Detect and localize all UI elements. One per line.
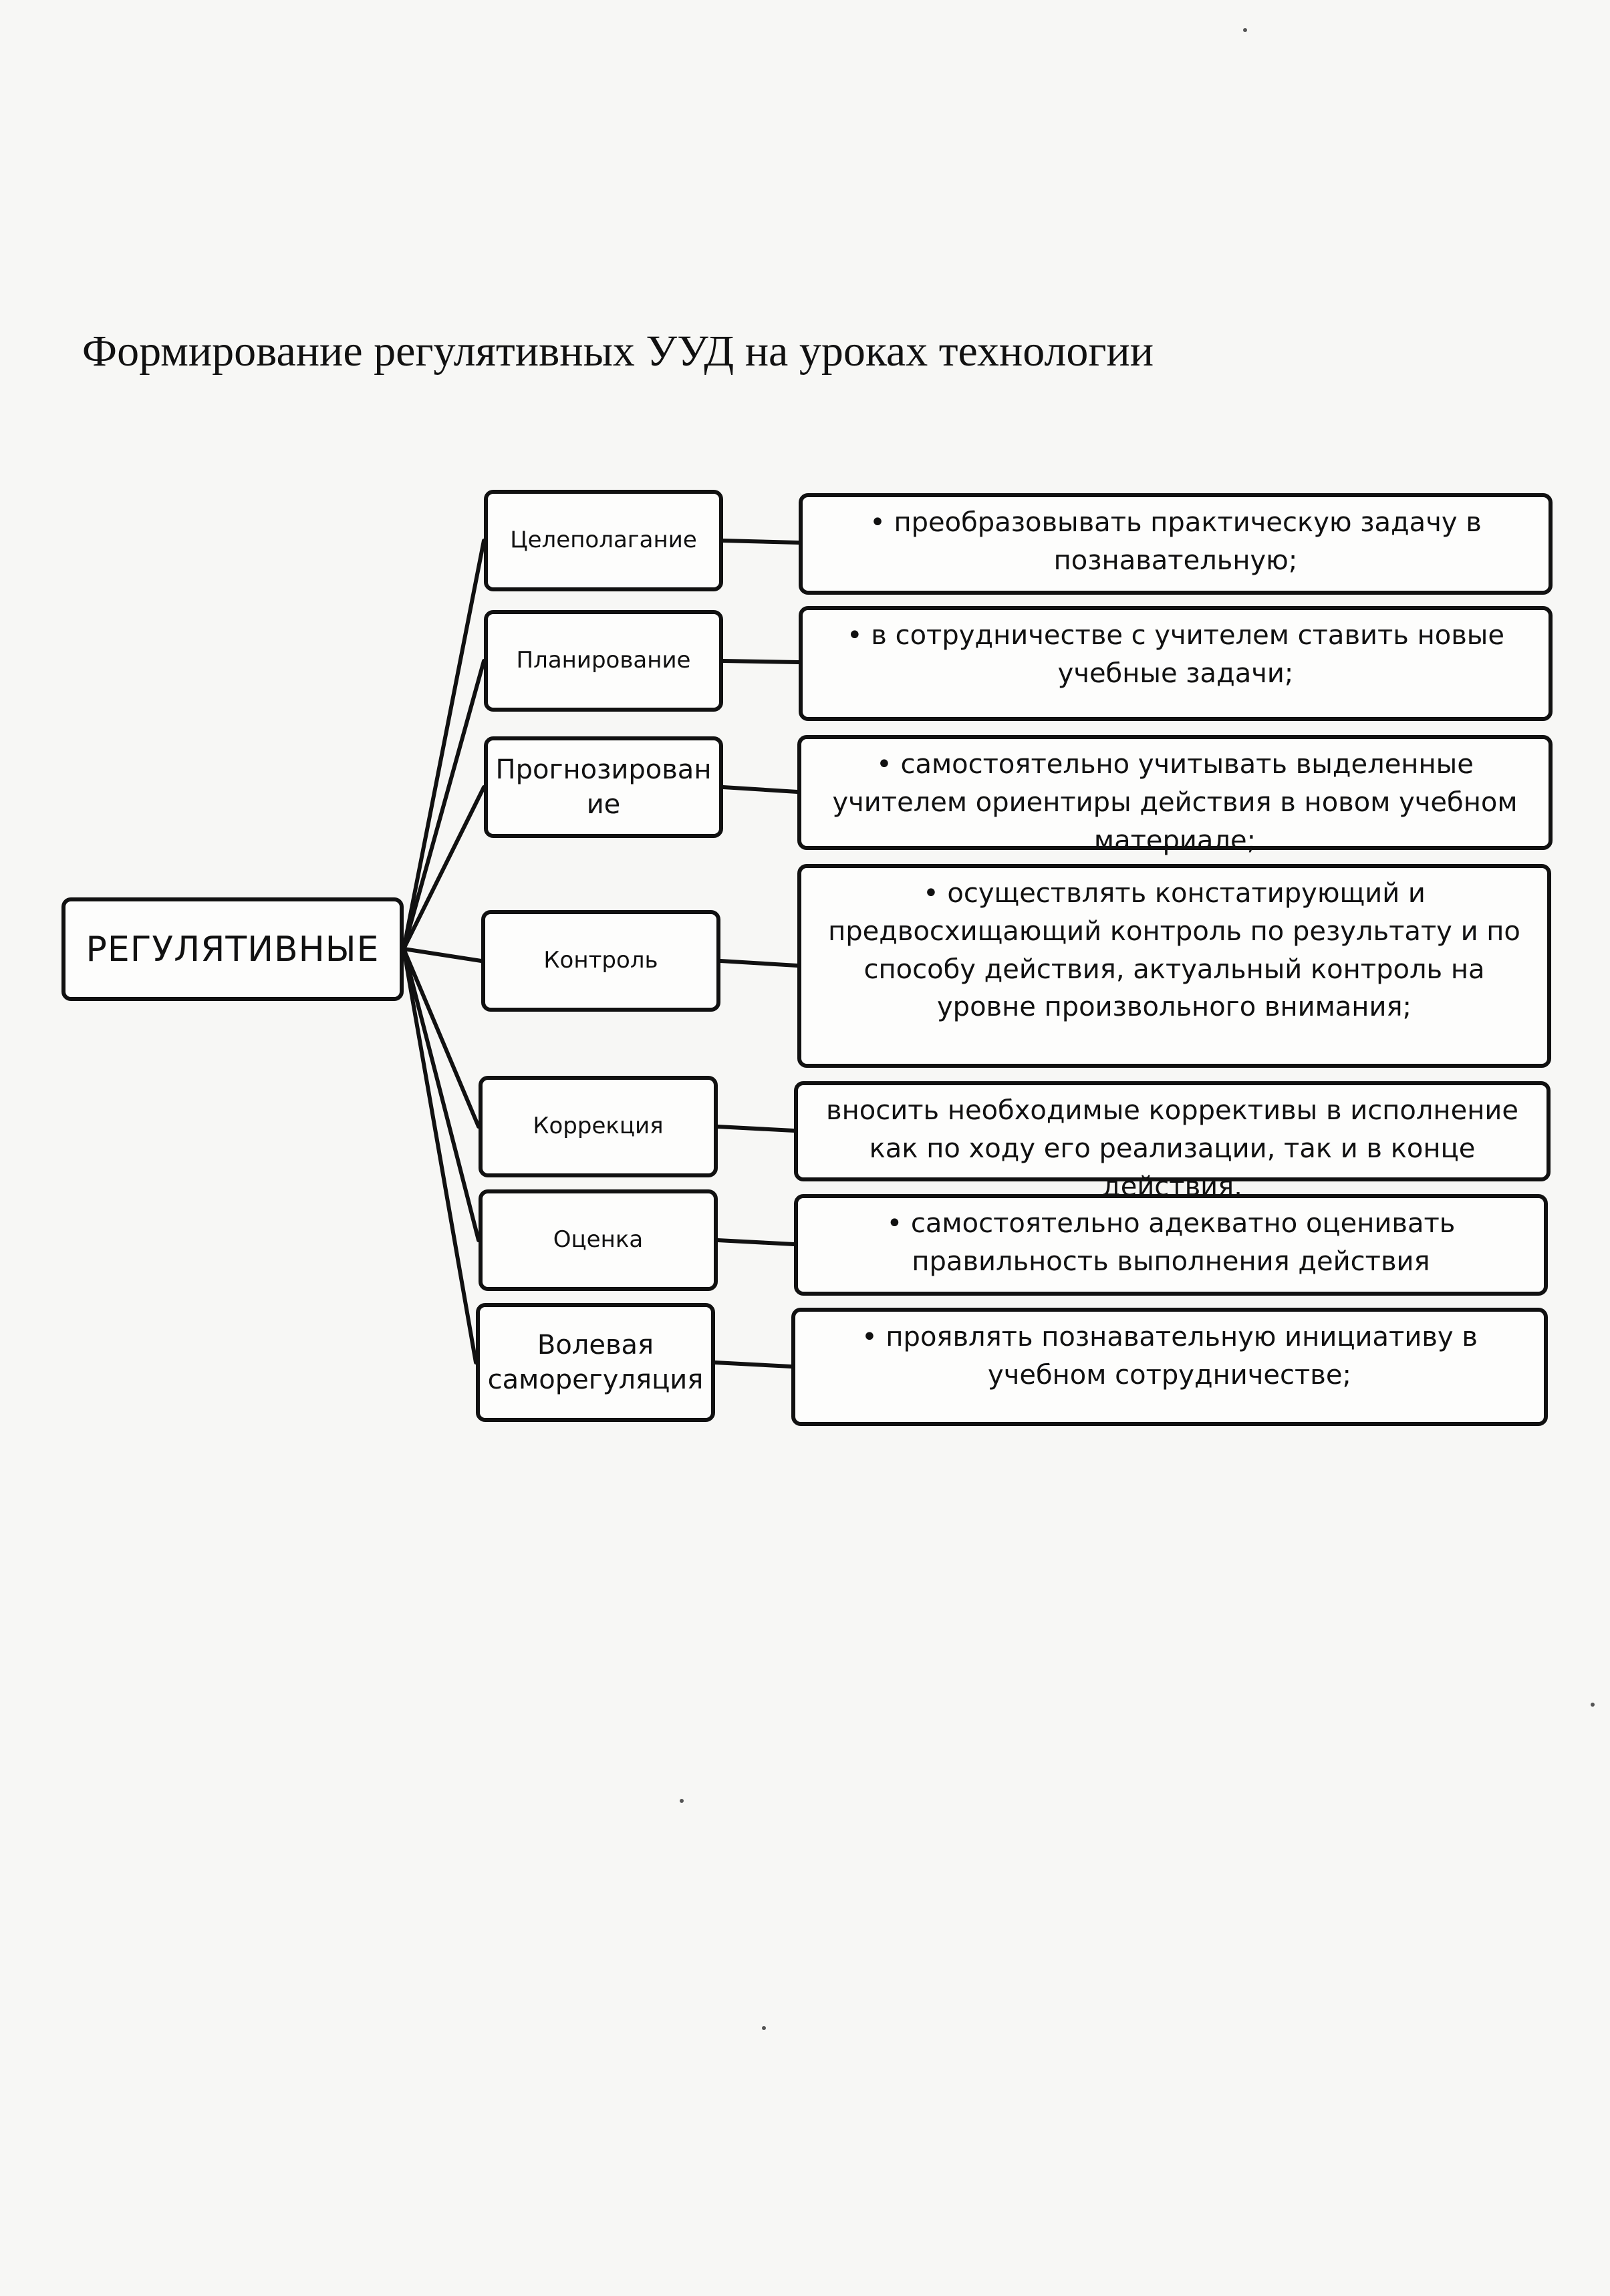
- category-label: Оценка: [553, 1226, 644, 1254]
- root-to-category-line: [402, 947, 478, 1365]
- scan-speck: [1243, 28, 1247, 32]
- category-label: Контроль: [543, 947, 658, 974]
- category-to-description-line: [713, 1360, 793, 1369]
- description-box-control: • осуществлять констатирующий и предвосх…: [797, 864, 1551, 1068]
- root-to-category-line: [402, 947, 481, 1242]
- category-label: Целеполагание: [510, 527, 697, 554]
- description-box-forecasting: • самостоятельно учитывать выделенные уч…: [797, 735, 1553, 856]
- category-to-description-line: [718, 959, 799, 968]
- category-to-description-line: [716, 1125, 796, 1133]
- description-box-planning: • в сотрудничестве с учителем ставить но…: [799, 606, 1553, 721]
- diagram-title: Формирование регулятивных УУД на уроках …: [82, 327, 1154, 376]
- category-box-volitional-self-regulation: Волевая саморегуляция: [476, 1303, 715, 1422]
- category-to-description-line: [721, 659, 801, 664]
- description-text: • самостоятельно адекватно оценивать пра…: [886, 1208, 1456, 1277]
- scan-speck: [680, 1799, 684, 1803]
- description-box-correction: вносить необходимые коррективы в исполне…: [794, 1081, 1551, 1202]
- category-label: Планирование: [516, 647, 691, 674]
- description-box-evaluation: • самостоятельно адекватно оценивать пра…: [794, 1194, 1548, 1296]
- category-to-description-line: [721, 539, 801, 545]
- root-node-label: РЕГУЛЯТИВНЫЕ: [86, 929, 380, 970]
- root-node-box: РЕГУЛЯТИВНЫЕ: [61, 897, 404, 1001]
- category-label: Волевая саморегуляция: [487, 1330, 704, 1395]
- root-to-category-line: [402, 947, 483, 963]
- root-to-category-line: [402, 539, 486, 951]
- description-box-goal-setting: • преобразовывать практическую задачу в …: [799, 493, 1553, 595]
- scan-speck: [1591, 1703, 1595, 1707]
- description-text: • осуществлять констатирующий и предвосх…: [828, 878, 1520, 1023]
- scan-speck: [762, 2026, 766, 2030]
- category-label: Коррекция: [533, 1113, 664, 1140]
- root-to-category-line: [402, 785, 486, 951]
- description-text: • проявлять познавательную инициативу в …: [861, 1322, 1478, 1391]
- category-box-control: Контроль: [481, 910, 720, 1012]
- category-box-planning: Планирование: [484, 610, 723, 712]
- description-text: • самостоятельно учитывать выделенные уч…: [832, 749, 1518, 856]
- description-text: • преобразовывать практическую задачу в …: [869, 507, 1482, 576]
- description-text: • в сотрудничестве с учителем ставить но…: [846, 620, 1504, 689]
- description-box-volitional-self-regulation: • проявлять познавательную инициативу в …: [791, 1308, 1548, 1426]
- category-to-description-line: [716, 1238, 796, 1246]
- category-box-forecasting: Прогнозирование: [484, 736, 723, 838]
- category-label: Прогнозирование: [495, 754, 712, 820]
- root-to-category-line: [402, 659, 486, 951]
- category-to-description-line: [721, 785, 799, 794]
- category-box-evaluation: Оценка: [479, 1189, 718, 1291]
- category-box-goal-setting: Целеполагание: [484, 490, 723, 591]
- root-to-category-line: [402, 947, 481, 1129]
- description-text: вносить необходимые коррективы в исполне…: [826, 1095, 1518, 1202]
- category-box-correction: Коррекция: [479, 1076, 718, 1177]
